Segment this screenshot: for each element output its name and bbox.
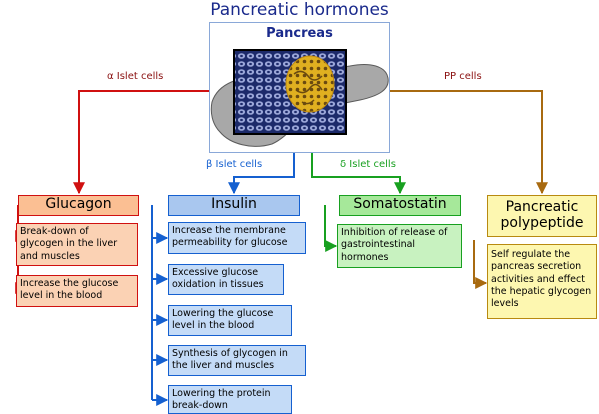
pancreas-label: Pancreas — [266, 26, 333, 41]
insulin-function-5: Lowering the protein break-down — [168, 385, 292, 414]
glucagon-function-1: Break-down of glycogen in the liver and … — [16, 223, 138, 266]
glucagon-function-2: Increase the glucose level in the blood — [16, 275, 138, 307]
delta-cells-label: δ Islet cells — [340, 159, 396, 170]
somatostatin-header: Somatostatin — [339, 195, 461, 216]
somatostatin-function-1: Inhibition of release of gastrointestina… — [337, 224, 462, 268]
insulin-header: Insulin — [168, 195, 300, 216]
beta-cells-label: β Islet cells — [206, 159, 263, 170]
alpha-cells-label: α Islet cells — [107, 71, 164, 82]
delta-connector — [311, 153, 406, 252]
insulin-function-3: Lowering the glucose level in the blood — [168, 305, 292, 336]
pancreas-illustration — [210, 49, 389, 147]
glucagon-header: Glucagon — [18, 195, 139, 216]
insulin-function-2: Excessive glucose oxidation in tissues — [168, 264, 284, 295]
insulin-function-1: Increase the membrane permeability for g… — [168, 222, 306, 254]
pancreatic-polypeptide-function-1: Self regulate the pancreas secretion act… — [487, 244, 597, 319]
diagram-title: Pancreatic hormones — [210, 0, 389, 20]
pancreatic-polypeptide-header: Pancreatic polypeptide — [487, 195, 597, 237]
pp-connector — [390, 90, 548, 289]
insulin-function-4: Synthesis of glycogen in the liver and m… — [168, 345, 306, 376]
pp-cells-label: PP cells — [444, 71, 482, 82]
beta-connector — [151, 153, 295, 406]
